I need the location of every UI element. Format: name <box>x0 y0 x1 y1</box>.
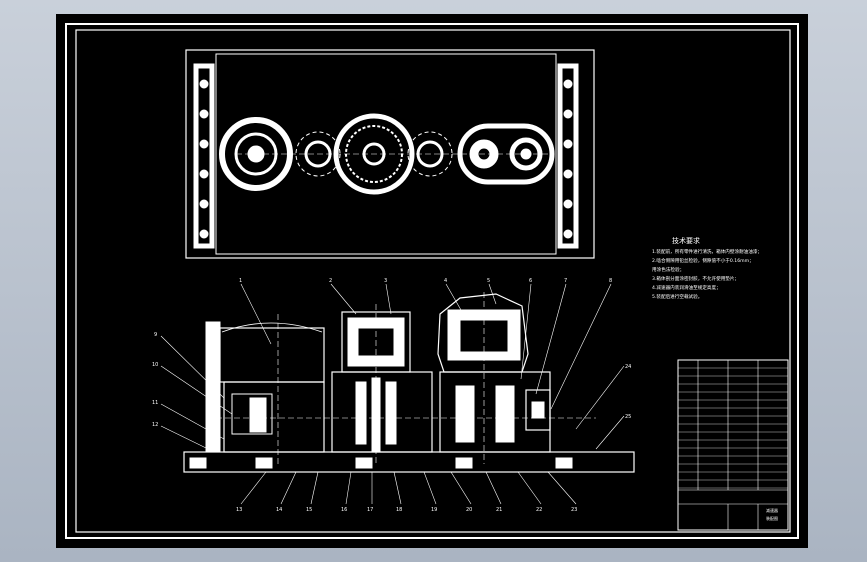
label-top-6: 6 <box>529 278 532 284</box>
note-line: 用涂色法检验； <box>652 268 685 273</box>
parts-list-table <box>677 359 789 531</box>
label-bottom-22: 22 <box>536 507 542 513</box>
outer-frame <box>65 23 799 539</box>
label-bottom-13: 13 <box>236 507 242 513</box>
label-top-8: 8 <box>609 278 612 284</box>
leader-lines <box>160 283 625 505</box>
label-bottom-16: 16 <box>341 507 347 513</box>
note-line: 4.减速器内装润滑油至规定高度； <box>652 286 721 291</box>
label-top-1: 1 <box>239 278 242 284</box>
label-bottom-23: 23 <box>571 507 577 513</box>
parts-list-rows <box>678 367 788 489</box>
label-top-2: 2 <box>329 278 332 284</box>
label-left-11: 11 <box>152 400 158 406</box>
note-line: 2.啮合侧隙用铅丝检验，侧隙值不小于0.16mm； <box>652 259 754 264</box>
note-line: 5.装配后进行空载试验。 <box>652 295 703 300</box>
note-line: 1.装配前，所有零件进行清洗，箱体内壁涂耐油油漆； <box>652 250 763 255</box>
label-left-10: 10 <box>152 362 158 368</box>
label-top-7: 7 <box>564 278 567 284</box>
label-right-24: 24 <box>625 364 631 370</box>
note-line: 3.箱体剖分面涂密封胶，不允许使用垫片； <box>652 277 740 282</box>
drawing-sheet: 1 2 3 4 5 6 7 8 9 10 11 12 24 25 13 14 1… <box>56 14 808 548</box>
inner-frame <box>75 29 791 533</box>
label-bottom-18: 18 <box>396 507 402 513</box>
label-bottom-17: 17 <box>367 507 373 513</box>
label-top-4: 4 <box>444 278 447 284</box>
label-right-25: 25 <box>625 414 631 420</box>
label-top-5: 5 <box>487 278 490 284</box>
label-bottom-15: 15 <box>306 507 312 513</box>
label-left-9: 9 <box>154 332 157 338</box>
label-bottom-20: 20 <box>466 507 472 513</box>
label-left-12: 12 <box>152 422 158 428</box>
title-block-name: 减速器 <box>766 508 778 513</box>
technical-requirements-notes: 1.装配前，所有零件进行清洗，箱体内壁涂耐油油漆； 2.啮合侧隙用铅丝检验，侧隙… <box>652 248 802 302</box>
part-labels: 1 2 3 4 5 6 7 8 9 10 11 12 24 25 13 14 1… <box>152 278 631 513</box>
cad-drawing: 1 2 3 4 5 6 7 8 9 10 11 12 24 25 13 14 1… <box>65 23 799 539</box>
section-view <box>183 292 635 473</box>
title-block-subtitle: 装配图 <box>766 516 778 521</box>
technical-requirements-title: 技术要求 <box>672 237 700 245</box>
label-top-3: 3 <box>384 278 387 284</box>
top-view <box>185 49 595 259</box>
label-bottom-21: 21 <box>496 507 502 513</box>
label-bottom-14: 14 <box>276 507 282 513</box>
label-bottom-19: 19 <box>431 507 437 513</box>
